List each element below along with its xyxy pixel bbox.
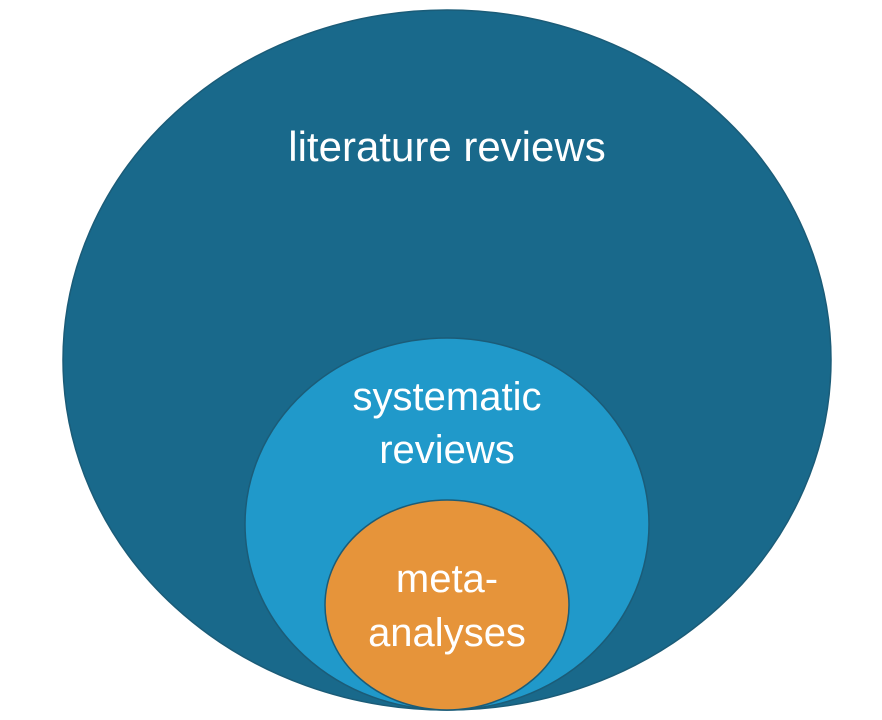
- meta-analyses-label-line1: meta-: [396, 557, 498, 601]
- systematic-reviews-label-line1: systematic: [353, 375, 542, 419]
- systematic-reviews-label-line2: reviews: [379, 428, 515, 472]
- meta-analyses-label-line2: analyses: [368, 611, 526, 655]
- literature-reviews-label: literature reviews: [288, 123, 605, 170]
- meta-analyses-circle: [324, 499, 570, 711]
